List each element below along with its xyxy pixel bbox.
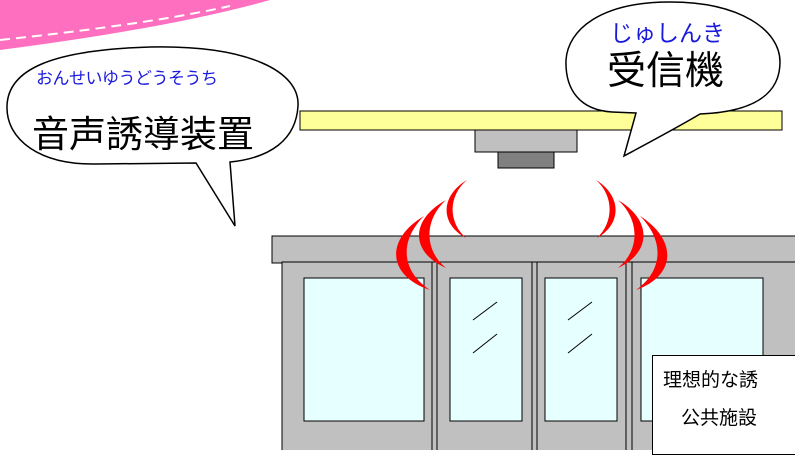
speaker-label: 音声誘導装置: [32, 113, 254, 156]
speaker-bubble: [6, 46, 299, 227]
receiver-device-bottom: [497, 151, 555, 169]
caption-line-1: 理想的な誘: [663, 369, 759, 391]
speaker-ruby: おんせいゆうどうそうち: [36, 69, 218, 89]
caption-box: 理想的な誘 公共施設: [652, 355, 795, 455]
receiver-device-body: [474, 129, 578, 153]
right-door-glass: [544, 277, 618, 422]
left-fixed-glass: [303, 277, 425, 422]
pink-banner: [0, 0, 270, 50]
receiver-label: 受信機: [607, 49, 725, 94]
left-door-glass: [449, 277, 523, 422]
receiver-bubble: [565, 1, 781, 158]
door-header: [271, 235, 795, 264]
caption-line-2: 公共施設: [681, 407, 758, 429]
receiver-ruby: じゅしんき: [610, 21, 725, 47]
glass-reflections: [472, 301, 593, 354]
sound-wave-icon: [396, 180, 668, 290]
